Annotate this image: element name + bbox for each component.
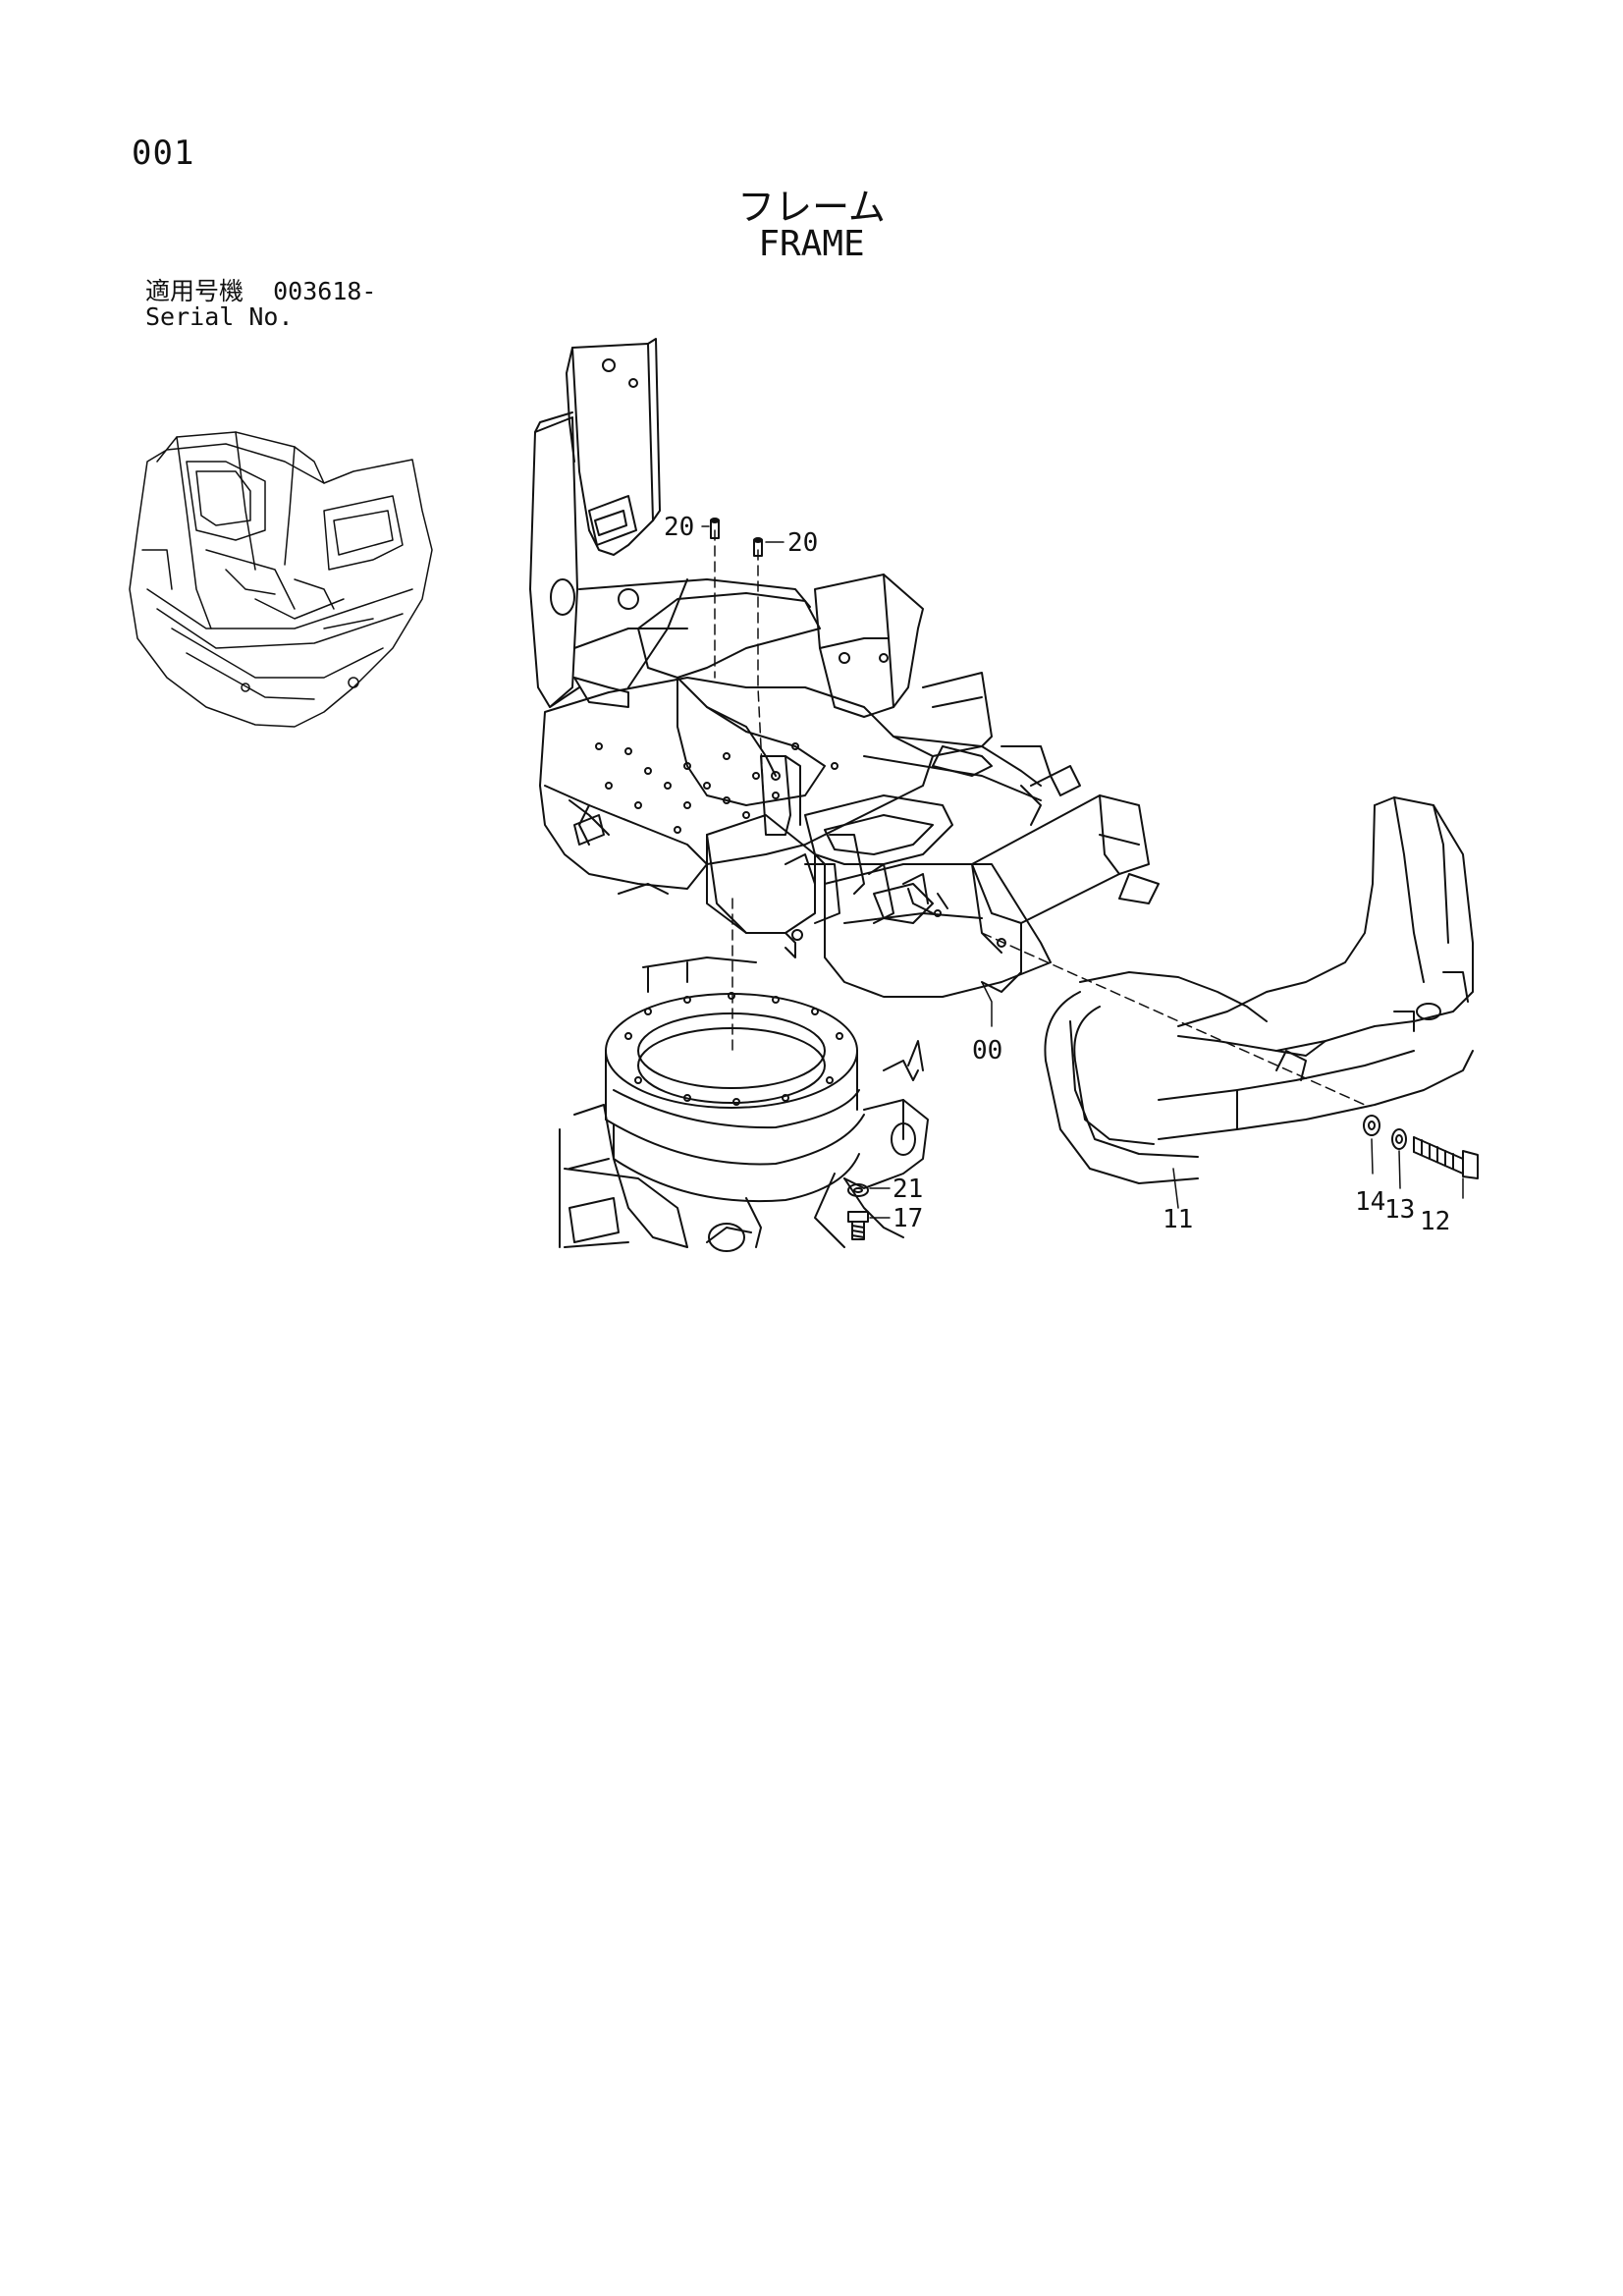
serial-block: 適用号機 003618- Serial No. xyxy=(145,279,376,330)
callout-12: 12 xyxy=(1420,1207,1450,1236)
bolt-part-17 xyxy=(847,1211,869,1240)
callout-21: 21 xyxy=(893,1175,923,1204)
locator-lines xyxy=(714,529,1366,1106)
washer-part-13 xyxy=(1391,1128,1407,1150)
callout-13: 13 xyxy=(1384,1195,1415,1225)
serial-label-jp: 適用号機 xyxy=(145,277,244,305)
machine-overview-thumbnail xyxy=(129,431,433,728)
pin-part-20-left xyxy=(710,518,720,539)
washer-part-14 xyxy=(1363,1115,1380,1136)
callout-20-right: 20 xyxy=(787,528,818,558)
pin-part-20-right xyxy=(753,537,763,557)
title-japanese: フレーム xyxy=(737,186,886,229)
leader-lines xyxy=(701,525,1464,1219)
callout-14: 14 xyxy=(1355,1187,1385,1217)
callout-17: 17 xyxy=(893,1204,923,1233)
callout-11: 11 xyxy=(1163,1205,1193,1234)
callout-labels: 20 20 00 21 17 11 14 13 12 xyxy=(664,513,1450,1236)
callout-20-left: 20 xyxy=(664,513,694,542)
washer-part-21 xyxy=(847,1183,869,1197)
serial-value: 003618- xyxy=(273,277,377,305)
title-english: FRAME xyxy=(758,224,865,264)
swing-bearing xyxy=(605,957,865,1203)
counterweight-part-11 xyxy=(1044,796,1474,1184)
callout-00: 00 xyxy=(972,1036,1002,1066)
bolt-part-12 xyxy=(1413,1136,1479,1179)
page-number: 001 xyxy=(132,134,195,173)
main-frame xyxy=(529,338,1160,998)
serial-label-en: Serial No. xyxy=(145,302,294,331)
undercarriage xyxy=(559,1040,929,1252)
serial-row-jp: 適用号機 003618- xyxy=(145,279,376,304)
